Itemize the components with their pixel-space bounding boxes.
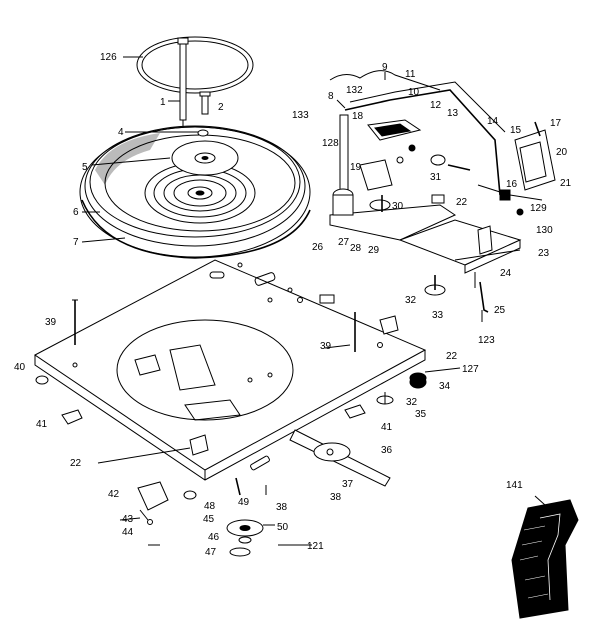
label-10: 10 [408,87,420,98]
cover-141 [511,499,579,619]
platter [79,125,311,259]
label-7: 7 [73,237,79,248]
label-36: 36 [381,445,393,456]
label-20: 20 [556,147,568,158]
lever-36 [289,429,391,487]
label-39-right: 39 [320,341,332,352]
callout-labels: 126 1 2 4 5 6 7 9 11 8 132 10 12 13 14 1… [14,52,572,558]
label-35: 35 [415,409,427,420]
label-29: 29 [368,245,380,256]
leader-lines [81,56,546,546]
label-17: 17 [550,118,562,129]
label-34: 34 [439,381,451,392]
plate-23-24 [398,219,522,288]
label-21: 21 [560,178,572,189]
label-43: 43 [122,514,134,525]
label-32-top: 32 [405,295,417,306]
spindle [177,37,189,128]
label-33: 33 [432,310,444,321]
label-39-left: 39 [45,317,57,328]
label-38-right: 38 [330,492,342,503]
belt-ring [136,36,254,94]
label-31: 31 [430,172,442,183]
label-41-left: 41 [36,419,48,430]
label-46: 46 [208,532,220,543]
label-22-right: 22 [446,351,458,362]
pulley-50 [226,519,264,557]
label-49: 49 [238,497,250,508]
label-44: 44 [122,527,134,538]
label-133: 133 [292,110,309,121]
label-2: 2 [218,102,224,113]
label-130: 130 [536,225,553,236]
label-47: 47 [205,547,217,558]
label-132: 132 [346,85,363,96]
tonearm-assembly [329,70,556,241]
stand-33 [424,275,489,322]
screw-39-left [72,299,78,345]
label-5: 5 [82,162,88,173]
knob-34 [409,375,427,389]
label-32-lower: 32 [406,397,418,408]
base-plate [34,259,427,481]
label-50: 50 [277,522,289,533]
label-4: 4 [118,127,124,138]
label-9: 9 [382,62,388,73]
label-23: 23 [538,248,550,259]
label-123: 123 [478,335,495,346]
switch-42 [137,481,169,525]
label-1: 1 [160,97,166,108]
label-11: 11 [405,69,416,80]
label-18: 18 [352,111,364,122]
label-129: 129 [530,203,547,214]
label-30: 30 [392,201,404,212]
label-22-top: 22 [456,197,468,208]
clips [61,315,399,456]
label-22-lower: 22 [70,458,82,469]
label-13: 13 [447,108,459,119]
label-128: 128 [322,138,339,149]
pin [199,91,211,115]
label-121: 121 [307,541,324,552]
label-45: 45 [203,514,215,525]
label-26: 26 [312,242,324,253]
screw-49 [235,477,267,496]
label-141: 141 [506,480,523,491]
label-127: 127 [462,364,479,375]
label-12: 12 [430,100,442,111]
label-40: 40 [14,362,26,373]
label-24: 24 [500,268,512,279]
label-25: 25 [494,305,506,316]
parts-35 [376,392,394,405]
label-8: 8 [328,91,334,102]
label-14: 14 [487,116,499,127]
label-15: 15 [510,125,522,136]
label-16: 16 [506,179,518,190]
label-27: 27 [338,237,350,248]
label-38-lower: 38 [276,502,288,513]
label-126: 126 [100,52,117,63]
label-41-right: 41 [381,422,393,433]
label-19: 19 [350,162,362,173]
label-28: 28 [350,243,362,254]
label-48: 48 [204,501,216,512]
label-37: 37 [342,479,354,490]
label-6: 6 [73,207,79,218]
label-42: 42 [108,489,120,500]
